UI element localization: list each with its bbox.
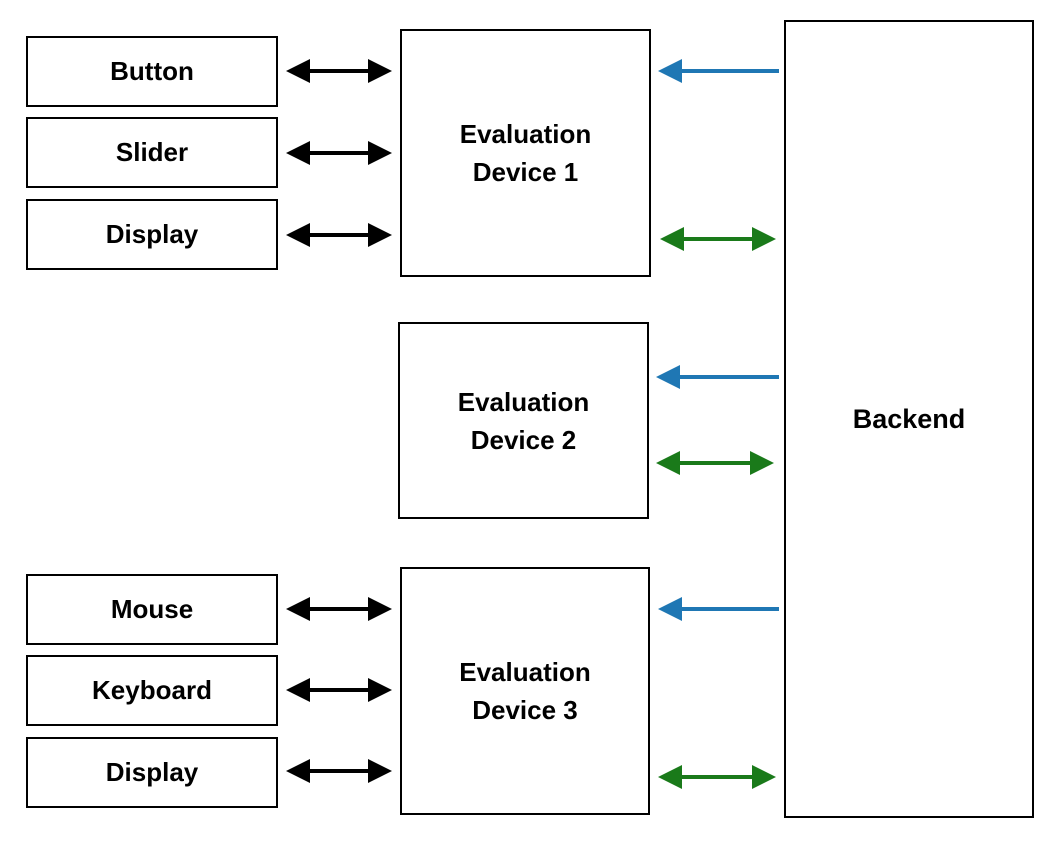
device-2-line1: Evaluation: [457, 386, 590, 417]
evaluation-device-3: Evaluation Device 3: [400, 567, 650, 815]
evaluation-device-2: Evaluation Device 2: [398, 322, 649, 519]
device-3-line1: Evaluation: [459, 657, 591, 687]
peripheral-slider: Slider: [26, 117, 278, 188]
backend-box: Backend: [784, 20, 1034, 818]
peripheral-mouse: Mouse: [26, 574, 278, 645]
peripheral-display-1: Display: [26, 199, 278, 270]
device-3-line2: Device 3: [472, 695, 578, 725]
peripheral-display-3: Display: [26, 737, 278, 808]
device-2-line2: Device 2: [470, 424, 577, 455]
peripheral-keyboard: Keyboard: [26, 655, 278, 726]
device-1-line2: Device 1: [472, 157, 579, 187]
device-1-line1: Evaluation: [459, 119, 592, 149]
evaluation-device-1: Evaluation Device 1: [400, 29, 651, 277]
peripheral-button: Button: [26, 36, 278, 107]
